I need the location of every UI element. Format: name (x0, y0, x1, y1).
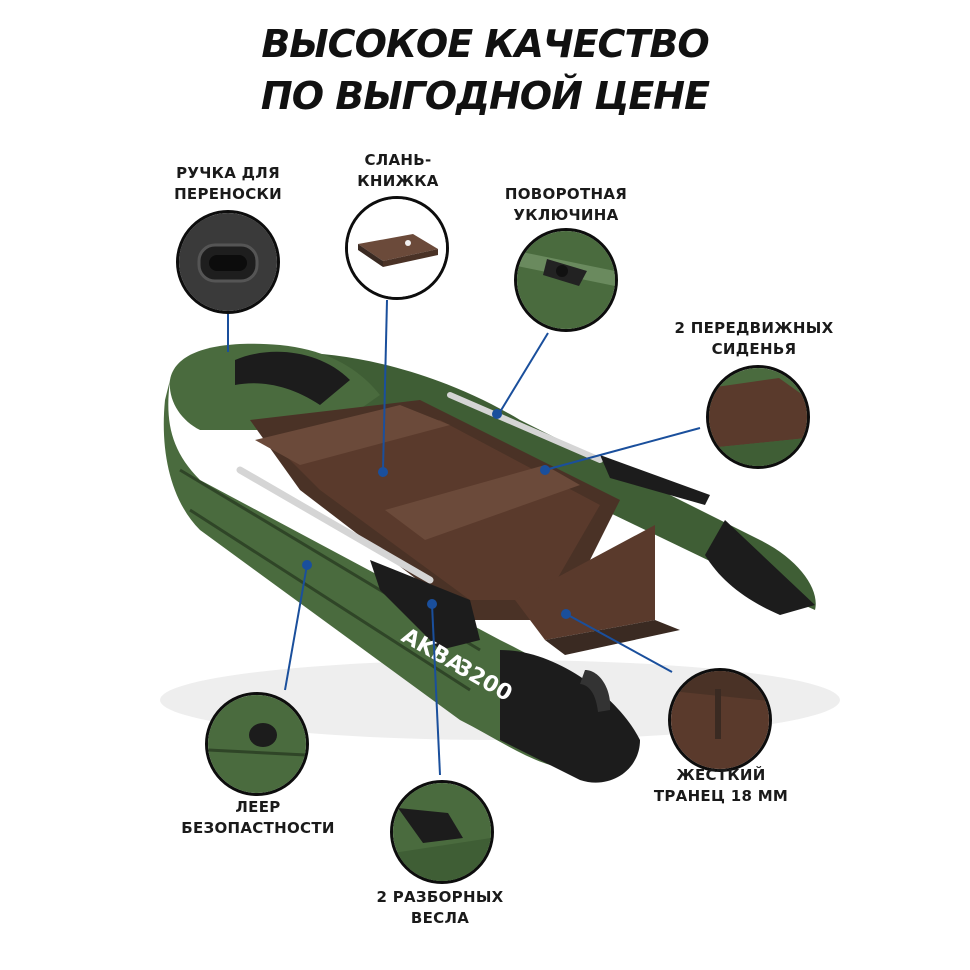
leader-lines (227, 299, 701, 776)
dot-floor (378, 467, 388, 477)
oar-blade-near (370, 560, 480, 650)
callout-lifeline (205, 692, 309, 796)
tube-seam-lower (189, 508, 471, 692)
leader-dots (302, 409, 571, 619)
leader-transom (567, 614, 673, 673)
transom (515, 525, 655, 640)
seat-front (255, 405, 450, 465)
oar-shaft-far (447, 392, 603, 463)
stern-handle (580, 670, 611, 712)
leader-seats (544, 427, 701, 471)
dot-transom (561, 609, 571, 619)
oar-shaft-near (236, 466, 434, 584)
callout-handle (176, 210, 280, 314)
seat-rear (385, 465, 580, 540)
seat-icon (709, 368, 807, 466)
callout-oarlock (514, 228, 618, 332)
callout-floor (345, 196, 449, 300)
oar-blade-far (600, 455, 710, 505)
leader-oarlock (499, 332, 549, 413)
dot-oars (427, 599, 437, 609)
callout-seats (706, 365, 810, 469)
transom-edge (545, 620, 680, 655)
leader-lifeline (284, 564, 308, 691)
callout-transom (668, 668, 772, 772)
transom-icon (671, 671, 769, 769)
headline-line-1: ВЫСОКОЕ КАЧЕСТВО (261, 22, 709, 66)
headline-line-2: ПО ВЫГОДНОЙ ЦЕНЕ (260, 74, 710, 118)
near-tube-cone (500, 650, 640, 783)
floor-board-icon (348, 199, 446, 297)
oar-icon (393, 783, 491, 881)
oarlock-icon (517, 231, 615, 329)
callout-oars (390, 780, 494, 884)
dot-oarlock (492, 409, 502, 419)
lifeline-icon (208, 695, 306, 793)
handle-icon (179, 213, 277, 311)
far-tube-cone (705, 520, 815, 615)
leader-floor (382, 299, 388, 471)
bow-rubber (235, 351, 350, 405)
dot-lifeline (302, 560, 312, 570)
dot-seats (540, 465, 550, 475)
label-floor: СЛАНЬ-КНИЖКА (357, 151, 439, 190)
leader-oars (431, 603, 441, 776)
